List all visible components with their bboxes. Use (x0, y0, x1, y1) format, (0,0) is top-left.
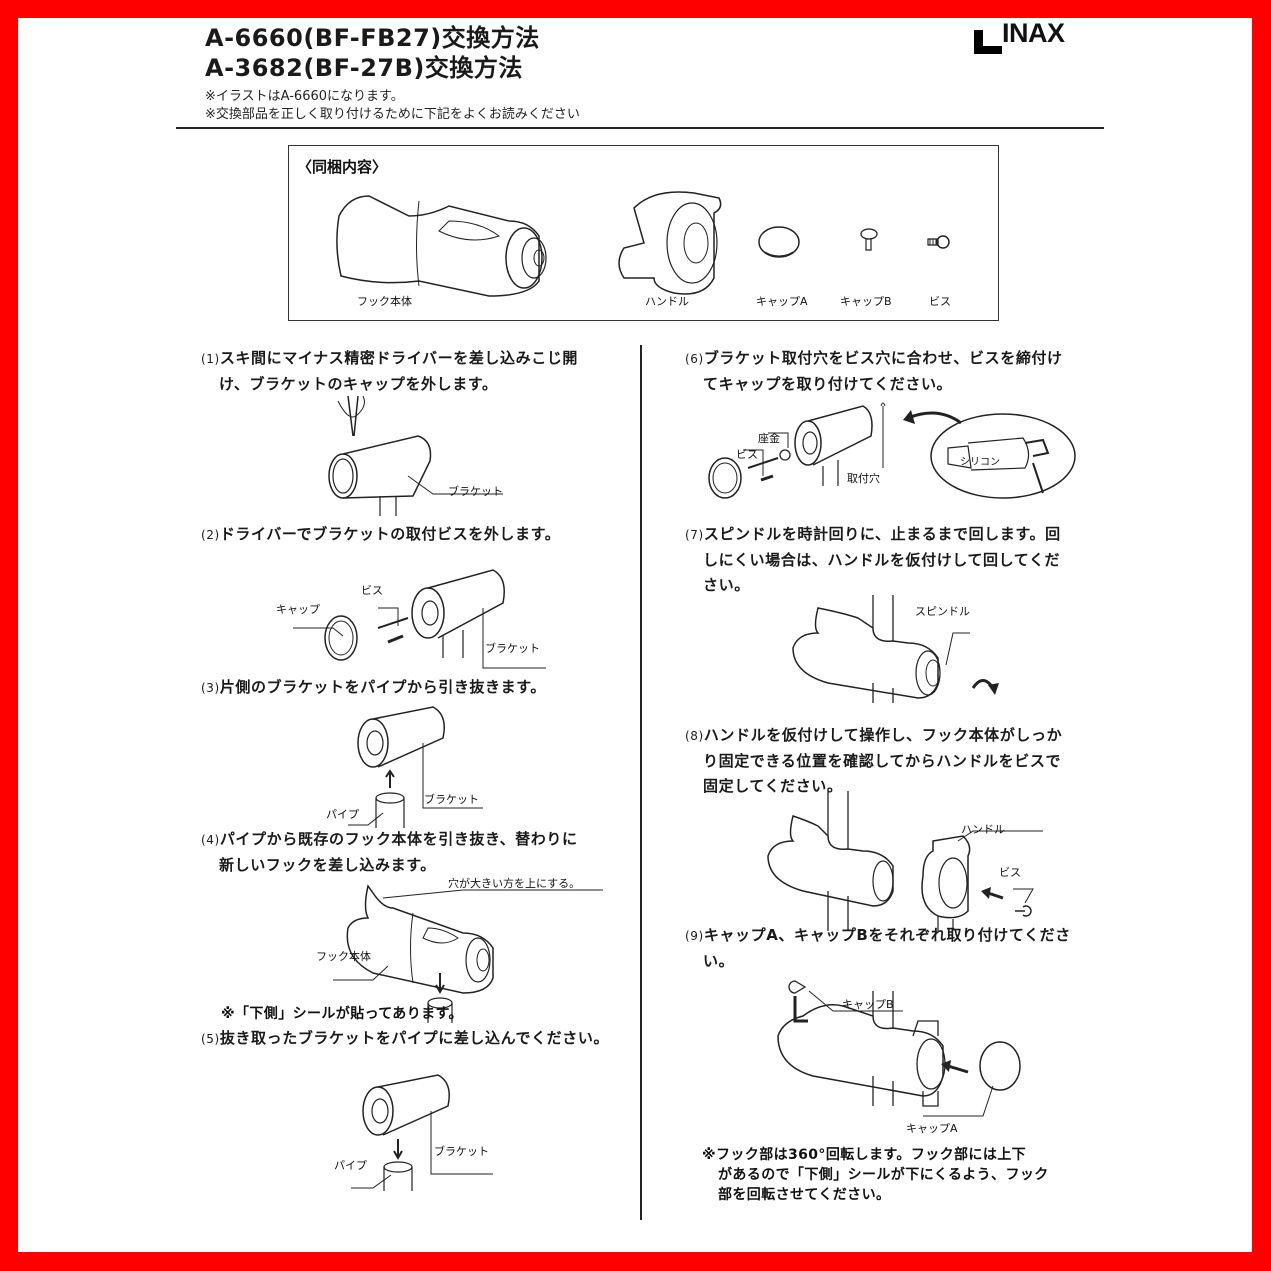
header-note-2: ※交換部品を正しく取り付けるために下記をよくお読みください (205, 107, 580, 122)
step-6-label-screw: ビス (736, 448, 758, 461)
step-1-illustration (318, 396, 538, 516)
step-2-illustration (278, 558, 538, 658)
step-8: (8)ハンドルを仮付けして操作し、フック本体がしっか り固定できる位置を確認して… (685, 726, 1063, 795)
step-2-label-screw: ビス (361, 584, 383, 597)
step-6-label-mount-hole: 取付穴 (847, 472, 880, 485)
step-5-label-pipe: パイプ (334, 1159, 367, 1172)
inax-mark-icon (974, 30, 1002, 54)
step-5-label-bracket: ブラケット (434, 1145, 489, 1158)
contents-title: 〈同梱内容〉 (297, 158, 388, 176)
step-1: (1)スキ間にマイナス精密ドライバーを差し込みこじ開 け、ブラケットのキャップを… (201, 349, 579, 393)
step-9-label-cap-a: キャップA (906, 1122, 958, 1135)
step-4: (4)パイプから既存のフック本体を引き抜き、替わりに 新しいフックを差し込みます… (201, 830, 578, 874)
header-divider (176, 127, 1104, 129)
instruction-sheet: A-6660(BF-FB27)交換方法 A-3682(BF-27B)交換方法 ※… (18, 18, 1252, 1252)
step-7-illustration (788, 603, 999, 703)
step-5-illustration (353, 1071, 513, 1191)
step-4-illustration (313, 878, 573, 1023)
step-4-note: ※「下側」シールが貼ってあります。 (221, 1006, 463, 1022)
step-9-label-cap-b: キャップB (842, 998, 894, 1011)
step-8-label-screw: ビス (999, 866, 1021, 879)
step-3-label-bracket: ブラケット (424, 793, 479, 806)
brand-name: INAX (1002, 18, 1065, 48)
cap-a-illustration (757, 224, 802, 264)
step-3-label-pipe: パイプ (326, 808, 359, 821)
title-line-1: A-6660(BF-FB27)交換方法 (205, 24, 540, 52)
part-label-handle: ハンドル (645, 295, 689, 308)
step-6-label-silicone: シリコン (960, 457, 1000, 468)
step-4-label-hook-body: フック本体 (316, 950, 371, 963)
step-1-label-bracket: ブラケット (448, 485, 503, 498)
part-label-screw: ビス (929, 295, 951, 308)
header-note-1: ※イラストはA-6660になります。 (205, 89, 404, 104)
step-9: (9)キャップA、キャップBをそれぞれ取り付けてくださ い。 (685, 926, 1071, 970)
step-6-label-washer: 座金 (758, 432, 780, 445)
part-label-hook-body: フック本体 (357, 295, 412, 308)
step-7: (7)スピンドルを時計回りに、止まるまで回します。回 しにくい場合は、ハンドルを… (685, 525, 1061, 594)
step-5: (5)抜き取ったブラケットをパイプに差し込んでください。 (201, 1029, 610, 1047)
cap-b-illustration (859, 228, 879, 258)
brand-logo: INAX (974, 18, 1084, 60)
title-line-2: A-3682(BF-27B)交換方法 (205, 54, 523, 82)
part-label-cap-a: キャップA (756, 295, 808, 308)
hook-body-illustration (329, 186, 569, 296)
step-9-illustration (773, 976, 1033, 1126)
step-2: (2)ドライバーでブラケットの取付ビスを外します。 (201, 525, 561, 543)
handle-illustration (614, 188, 734, 298)
contents-box: 〈同梱内容〉 (288, 145, 999, 321)
step-4-label-hole-up: 穴が大きい方を上にする。 (448, 877, 581, 890)
step-6-illustration (703, 398, 1083, 508)
step-7-label-spindle: スピンドル (915, 605, 970, 618)
footer-note: ※フック部は360°回転します。フック部には上下 があるので「下側」シールが下に… (702, 1147, 1049, 1203)
part-label-cap-b: キャップB (840, 295, 892, 308)
step-8-illustration (763, 811, 1043, 931)
step-2-label-bracket: ブラケット (485, 642, 540, 655)
step-8-label-handle: ハンドル (961, 823, 1005, 836)
column-divider (640, 345, 642, 1220)
screw-illustration (926, 234, 950, 252)
step-2-label-cap: キャップ (276, 603, 320, 616)
step-3-illustration (348, 703, 508, 828)
step-3: (3)片側のブラケットをパイプから引き抜きます。 (201, 678, 546, 696)
step-6: (6)ブラケット取付穴をビス穴に合わせ、ビスを締付け てキャップを取り付けてくだ… (685, 349, 1063, 393)
